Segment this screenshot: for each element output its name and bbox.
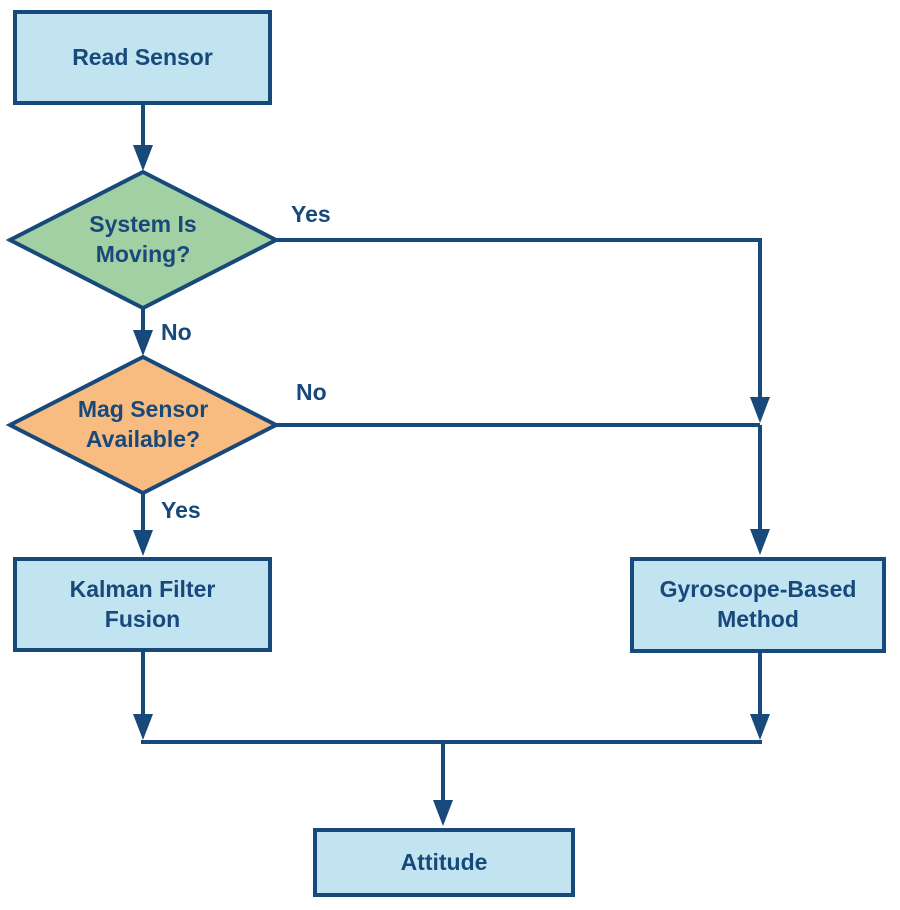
arrowhead-read-to-moving bbox=[133, 145, 153, 171]
arrowhead-junction-to-gyro bbox=[750, 529, 770, 555]
edge-label-moving-yes: Yes bbox=[291, 201, 331, 227]
node-gyroscope-based-method-label: Gyroscope-Based Method bbox=[659, 576, 857, 632]
decision-system-moving bbox=[10, 172, 276, 308]
arrowhead-kalman-to-merge bbox=[133, 714, 153, 740]
node-kalman-filter-fusion: Kalman Filter Fusion bbox=[13, 557, 272, 652]
node-read-sensor-label: Read Sensor bbox=[72, 43, 213, 70]
node-gyroscope-based-method: Gyroscope-Based Method bbox=[630, 557, 886, 653]
node-attitude-label: Attitude bbox=[400, 848, 488, 875]
edge-label-mag-yes: Yes bbox=[161, 497, 201, 523]
edge-moving-yes bbox=[276, 240, 760, 398]
arrowhead-merge-to-attitude bbox=[433, 800, 453, 826]
edge-label-moving-no: No bbox=[161, 319, 192, 345]
decision-mag-available bbox=[10, 357, 276, 493]
arrowhead-moving-yes bbox=[750, 397, 770, 423]
edge-label-mag-no: No bbox=[296, 379, 327, 405]
arrowhead-moving-no bbox=[133, 330, 153, 356]
arrowhead-gyro-to-merge bbox=[750, 714, 770, 740]
decision-system-moving-label: System Is Moving? bbox=[89, 211, 197, 267]
decision-mag-available-label: Mag Sensor Available? bbox=[77, 396, 209, 452]
node-attitude: Attitude bbox=[313, 828, 575, 897]
node-kalman-filter-fusion-label: Kalman Filter Fusion bbox=[69, 575, 216, 632]
arrowhead-mag-yes bbox=[133, 530, 153, 556]
node-read-sensor: Read Sensor bbox=[13, 10, 272, 105]
